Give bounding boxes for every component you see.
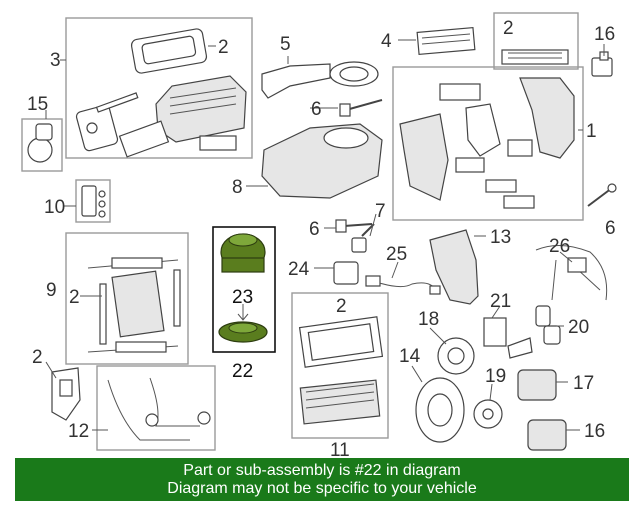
callout-4: 4 bbox=[381, 31, 392, 52]
callout-15: 15 bbox=[27, 94, 48, 115]
group-box-9 bbox=[65, 232, 189, 365]
part-24-module bbox=[333, 261, 359, 285]
part-20-actuator bbox=[535, 305, 561, 345]
group-box-12 bbox=[96, 365, 216, 451]
callout-22: 22 bbox=[232, 361, 253, 382]
callout-6-b: 6 bbox=[309, 219, 320, 240]
part-23-blower-motor bbox=[220, 233, 266, 273]
callout-13: 13 bbox=[490, 227, 511, 248]
banner-line-disclaimer: Diagram may not be specific to your vehi… bbox=[167, 480, 477, 497]
part-26-harness bbox=[535, 245, 608, 301]
part-3-actuator bbox=[75, 104, 119, 152]
callout-1: 1 bbox=[586, 121, 597, 142]
banner-line-part: Part or sub-assembly is #22 in diagram bbox=[183, 462, 461, 479]
part-8-lower-case bbox=[261, 123, 383, 199]
part-11-filter bbox=[299, 379, 381, 425]
group-box-10 bbox=[75, 179, 111, 223]
part-3-gasket bbox=[130, 28, 208, 74]
callout-6-a: 6 bbox=[311, 99, 322, 120]
part-3-duct bbox=[95, 92, 237, 158]
callout-3: 3 bbox=[50, 50, 61, 71]
group-box-1 bbox=[392, 66, 584, 221]
callout-7: 7 bbox=[375, 201, 386, 222]
callout-21: 21 bbox=[490, 291, 511, 312]
part-13-cover bbox=[429, 229, 479, 305]
callout-2-d: 2 bbox=[336, 296, 347, 317]
part-16-sensor bbox=[591, 51, 613, 77]
callout-16-b: 16 bbox=[584, 421, 605, 442]
callout-5: 5 bbox=[280, 34, 291, 55]
callout-16-a: 16 bbox=[594, 24, 615, 45]
part-16-motor bbox=[527, 419, 567, 451]
callout-2-e: 2 bbox=[32, 347, 43, 368]
group-box-3 bbox=[65, 17, 253, 159]
part-3-housing bbox=[155, 75, 247, 143]
part-21-actuator bbox=[483, 317, 533, 359]
part-6-screw bbox=[339, 99, 383, 117]
callout-23: 23 bbox=[232, 287, 253, 308]
part-6-bolt-right bbox=[587, 183, 617, 207]
callout-17: 17 bbox=[573, 373, 594, 394]
callout-2-b: 2 bbox=[503, 18, 514, 39]
part-notice-banner: Part or sub-assembly is #22 in diagram D… bbox=[15, 458, 629, 501]
callout-2-c: 2 bbox=[69, 287, 80, 308]
part-25-harness bbox=[365, 275, 441, 295]
exploded-parts-diagram: 3 2 5 4 2 16 6 1 15 8 10 6 7 6 13 26 24 … bbox=[21, 12, 617, 458]
callout-14: 14 bbox=[399, 346, 421, 367]
part-7-screw bbox=[351, 223, 375, 253]
callout-10: 10 bbox=[44, 197, 65, 218]
part-2-filter-frame bbox=[298, 316, 384, 368]
group-box-11 bbox=[291, 292, 389, 439]
callout-12: 12 bbox=[68, 421, 89, 442]
part-17-motor bbox=[517, 369, 557, 401]
part-6-bolt-mid bbox=[335, 219, 373, 233]
part-18-gear bbox=[437, 337, 475, 375]
callout-26: 26 bbox=[549, 236, 570, 257]
callout-18: 18 bbox=[418, 309, 439, 330]
callout-9: 9 bbox=[46, 280, 57, 301]
part-2-top-filter bbox=[501, 49, 569, 65]
leader-lines bbox=[45, 39, 605, 431]
part-12-hoses bbox=[107, 377, 211, 441]
part-22-blower-housing bbox=[218, 321, 268, 343]
part-10-bracket bbox=[81, 185, 106, 218]
part-1-assembly bbox=[399, 77, 575, 209]
part-15-motor bbox=[27, 123, 53, 163]
group-box-2-top bbox=[493, 12, 579, 70]
part-5-duct bbox=[261, 61, 379, 99]
callout-11: 11 bbox=[330, 440, 350, 458]
part-19-gear bbox=[473, 399, 503, 429]
highlight-box-22 bbox=[212, 226, 276, 353]
arrow-22-23 bbox=[237, 304, 249, 321]
callout-25: 25 bbox=[386, 244, 407, 265]
callout-2-a: 2 bbox=[218, 37, 229, 58]
callout-24: 24 bbox=[288, 259, 310, 280]
part-4-filter bbox=[416, 26, 476, 56]
part-14-gear bbox=[415, 377, 465, 443]
callout-6-c: 6 bbox=[605, 218, 616, 239]
part-9-heater-core bbox=[87, 257, 181, 353]
callout-8: 8 bbox=[232, 177, 243, 198]
callout-19: 19 bbox=[485, 366, 506, 387]
callout-20: 20 bbox=[568, 317, 589, 338]
group-box-15 bbox=[21, 118, 63, 172]
part-2-cover bbox=[51, 367, 81, 421]
